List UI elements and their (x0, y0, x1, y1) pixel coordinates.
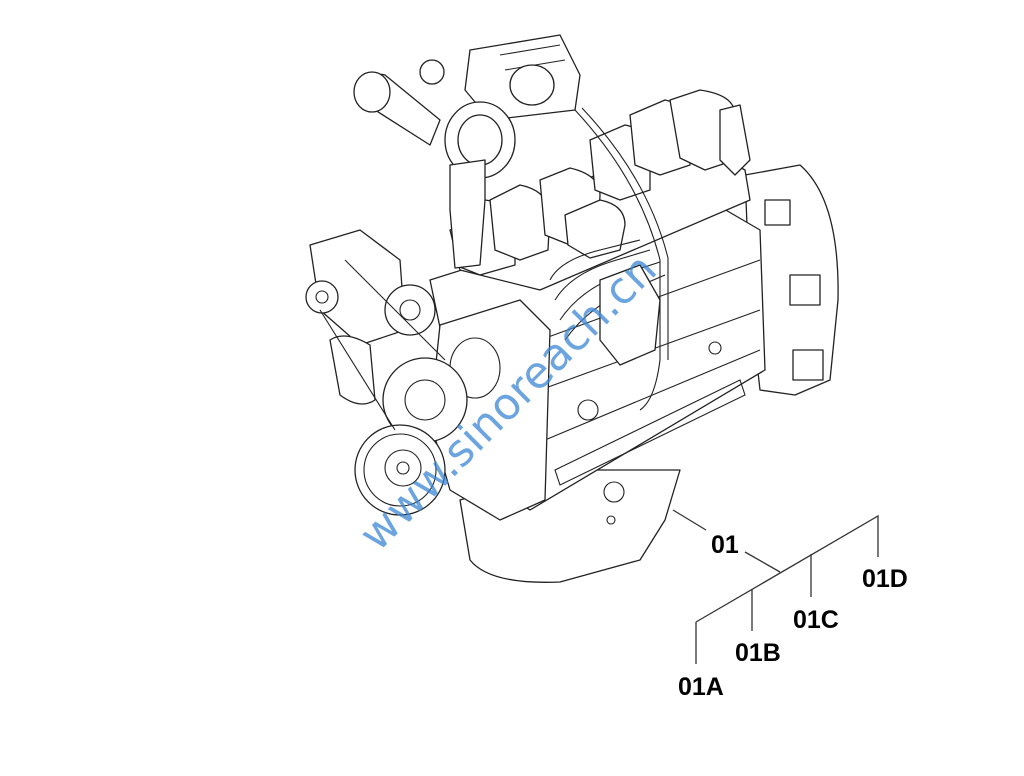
callout-label-01d: 01D (862, 565, 908, 593)
callout-leaders (672, 509, 879, 664)
callout-label-01a: 01A (678, 673, 724, 701)
callout-label-01b: 01B (735, 639, 781, 667)
callout-label-01c: 01C (793, 606, 839, 634)
callout-label-01: 01 (711, 531, 739, 559)
engine-illustration (305, 34, 839, 583)
